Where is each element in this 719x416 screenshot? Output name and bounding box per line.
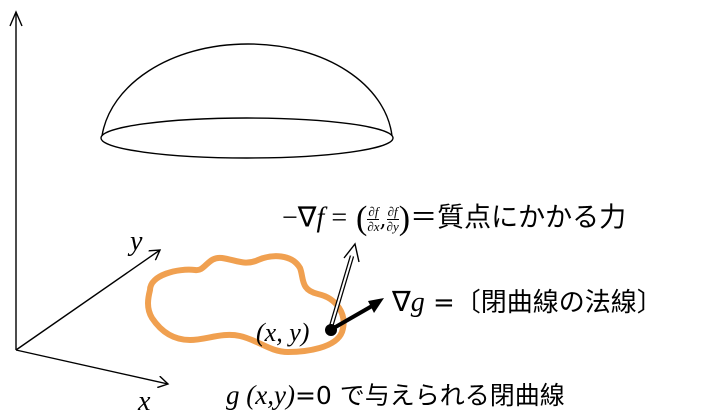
curve-rest: =0 で与えられる閉曲線: [294, 381, 565, 410]
x-axis: [15, 349, 168, 384]
hemisphere-dome: [101, 43, 393, 137]
nabla-g-var: g: [410, 287, 425, 318]
y-axis-label: y: [130, 226, 143, 257]
open-paren: (: [356, 200, 368, 237]
x-axis-label: x: [138, 386, 151, 416]
force-equation: −∇f = (∂f∂x,∂f∂y)＝質点にかかる力: [282, 202, 626, 236]
fraction-comma: ,: [379, 207, 387, 233]
force-arrow: [327, 242, 360, 331]
curve-args: (x,y): [239, 380, 295, 410]
normal-arrow: [331, 298, 384, 331]
curve-g: g: [226, 380, 240, 410]
z-axis-arrowhead: [9, 10, 23, 27]
normal-text: =〔閉曲線の法線〕: [424, 288, 663, 318]
normal-equation: ∇g =〔閉曲線の法線〕: [392, 288, 663, 317]
frac1-numerator: ∂f: [367, 203, 380, 220]
nabla-g-symbol: ∇: [392, 287, 411, 318]
closed-curve: [145, 253, 347, 355]
frac2-numerator: ∂f: [386, 203, 399, 220]
nabla-f-var: f: [316, 202, 325, 234]
hemisphere-base: [100, 117, 394, 159]
point-xy: [325, 324, 337, 336]
fraction-df-dy: ∂f∂y: [387, 205, 399, 233]
fraction-df-dx: ∂f∂x: [367, 205, 379, 233]
force-text: ＝質点にかかる力: [410, 202, 627, 234]
close-paren: ): [398, 200, 411, 237]
nabla-f-prefix: −∇: [282, 202, 317, 234]
y-axis: [15, 250, 160, 351]
curve-caption: g (x,y)=0 で与えられる閉曲線: [226, 382, 565, 409]
nabla-f-equals: =: [324, 202, 348, 234]
point-label: (x, y): [256, 318, 310, 347]
frac2-denominator: ∂y: [386, 218, 399, 234]
frac1-denominator: ∂x: [367, 218, 380, 234]
